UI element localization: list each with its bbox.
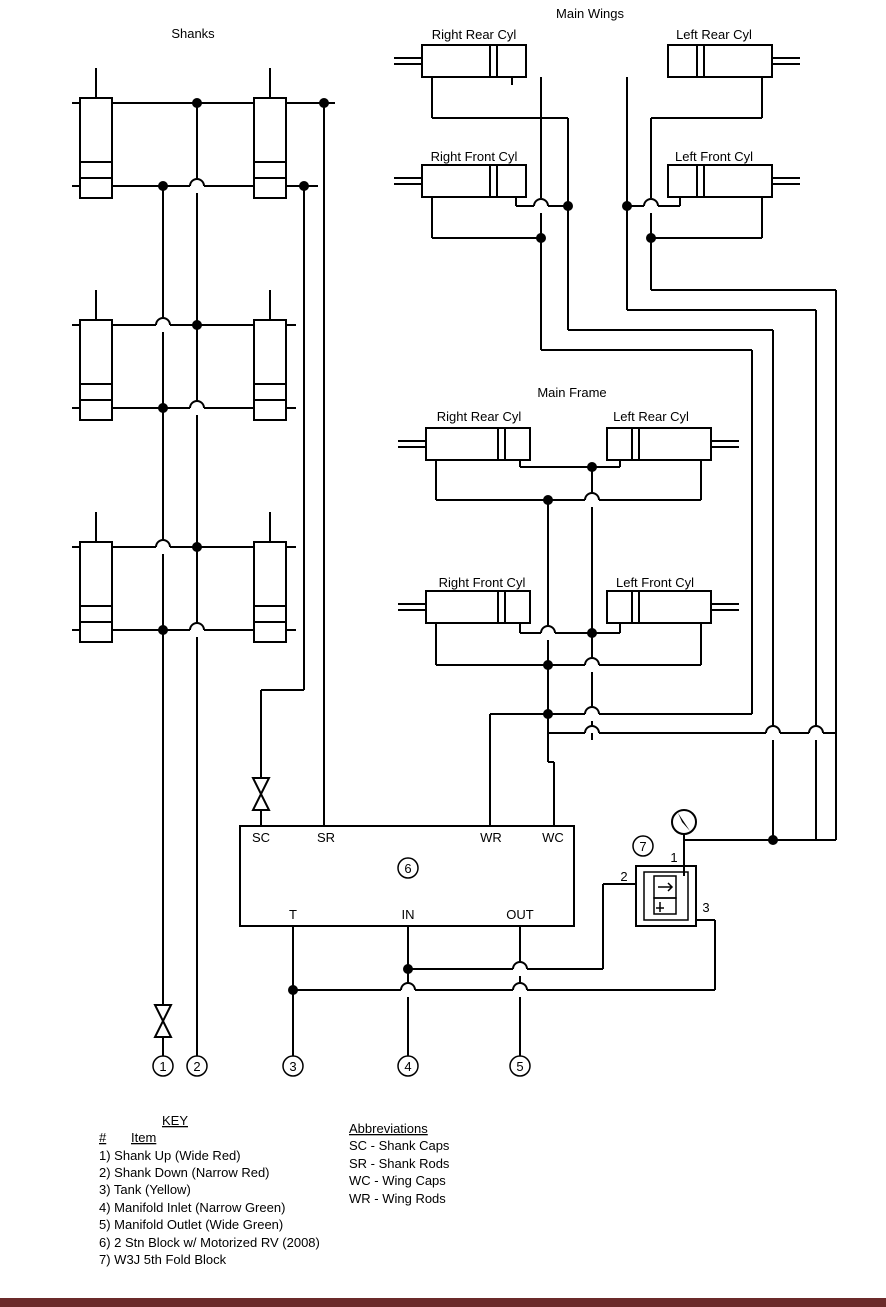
shank-cylinder-right-1	[253, 68, 287, 199]
shank-up-valve-icon	[153, 1004, 173, 1056]
abbreviation-item: WC - Wing Caps	[349, 1173, 446, 1188]
port-numbers: 1 2 3 4 5	[152, 1055, 531, 1077]
main-frame-title: Main Frame	[537, 385, 606, 400]
key-col-num: #	[99, 1130, 107, 1145]
fold-port-1-label: 1	[670, 850, 677, 865]
port-number-5: 5	[516, 1059, 523, 1074]
key-title: KEY	[162, 1113, 188, 1128]
key-item: 2) Shank Down (Narrow Red)	[99, 1165, 270, 1180]
frame-right-front-label: Right Front Cyl	[439, 575, 526, 590]
port-wr-label: WR	[480, 830, 502, 845]
abbreviations-title: Abbreviations	[349, 1121, 428, 1136]
frame-right-rear-label: Right Rear Cyl	[437, 409, 522, 424]
wing-cylinders: Right Rear Cyl Left Rear Cyl Right Front…	[394, 27, 800, 198]
fold-lines	[684, 733, 837, 841]
key-col-item: Item	[131, 1130, 156, 1145]
valve-block: SC SR WR WC 6 T IN OUT	[239, 825, 575, 927]
page-footer-rule	[0, 1298, 886, 1307]
key-item: 1) Shank Up (Wide Red)	[99, 1148, 241, 1163]
shanks-title: Shanks	[171, 26, 215, 41]
port-sr-label: SR	[317, 830, 335, 845]
fold-block-number: 7	[639, 839, 646, 854]
shank-cylinder-right-2	[253, 290, 287, 421]
port-number-3: 3	[289, 1059, 296, 1074]
port-sc-label: SC	[252, 830, 270, 845]
frame-junction-dots	[543, 462, 597, 719]
wing-left-front-label: Left Front Cyl	[675, 149, 753, 164]
fold-junction-dot	[768, 835, 778, 845]
port-number-4: 4	[404, 1059, 411, 1074]
shank-cylinder-right-3	[253, 512, 287, 643]
wing-right-front-label: Right Front Cyl	[431, 149, 518, 164]
shank-cylinder-left-3	[79, 512, 113, 643]
manifold-junction-dots	[288, 964, 413, 995]
port-number-2: 2	[193, 1059, 200, 1074]
main-wings-title: Main Wings	[556, 6, 624, 21]
key-item: 6) 2 Stn Block w/ Motorized RV (2008)	[99, 1235, 320, 1250]
key-item: 5) Manifold Outlet (Wide Green)	[99, 1217, 283, 1232]
port-t-label: T	[289, 907, 297, 922]
key-item: 3) Tank (Yellow)	[99, 1182, 191, 1197]
key-item: 4) Manifold Inlet (Narrow Green)	[99, 1200, 285, 1215]
fold-port-2-label: 2	[620, 869, 627, 884]
shank-junction-dots	[158, 98, 329, 635]
fold-block: 7 1 2 3	[620, 834, 710, 927]
sc-valve-icon	[251, 777, 271, 811]
frame-left-rear-label: Left Rear Cyl	[613, 409, 689, 424]
abbreviation-item: SR - Shank Rods	[349, 1156, 450, 1171]
pressure-gauge-icon	[671, 809, 697, 835]
frame-lines	[435, 460, 836, 826]
wing-lines	[431, 77, 837, 840]
shank-cylinder-left-2	[79, 290, 113, 421]
port-number-1: 1	[159, 1059, 166, 1074]
port-in-label: IN	[402, 907, 415, 922]
key-legend: KEY # Item 1) Shank Up (Wide Red) 2) Sha…	[99, 1113, 320, 1267]
fold-port-3-label: 3	[702, 900, 709, 915]
manifold-lines	[292, 883, 716, 1056]
port-out-label: OUT	[506, 907, 534, 922]
wing-junction-dots	[536, 201, 656, 243]
key-item: 7) W3J 5th Fold Block	[99, 1252, 227, 1267]
abbreviations-legend: Abbreviations SC - Shank Caps SR - Shank…	[349, 1121, 450, 1206]
frame-left-front-label: Left Front Cyl	[616, 575, 694, 590]
shank-lines	[72, 102, 335, 1056]
wing-right-rear-label: Right Rear Cyl	[432, 27, 517, 42]
abbreviation-item: WR - Wing Rods	[349, 1191, 446, 1206]
abbreviation-item: SC - Shank Caps	[349, 1138, 450, 1153]
shank-cylinder-left-1	[79, 68, 113, 199]
shank-cylinders	[79, 68, 287, 643]
frame-cylinders: Right Rear Cyl Left Rear Cyl Right Front…	[398, 409, 739, 624]
wing-left-rear-label: Left Rear Cyl	[676, 27, 752, 42]
block-number: 6	[404, 861, 411, 876]
port-wc-label: WC	[542, 830, 564, 845]
